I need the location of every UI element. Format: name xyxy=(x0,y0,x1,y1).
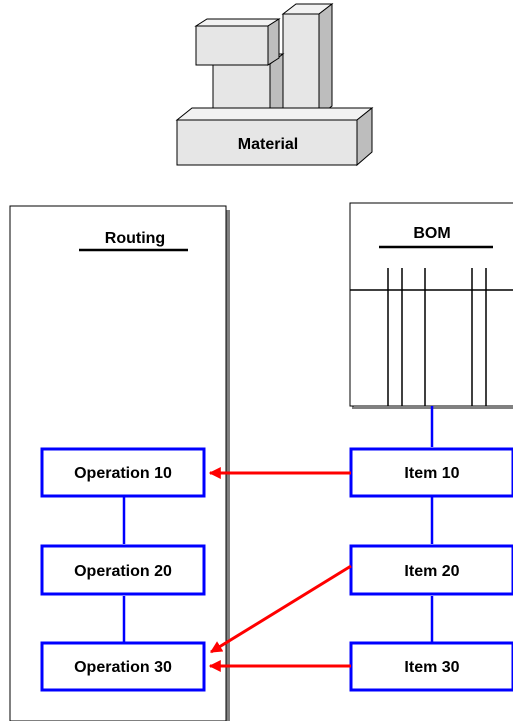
assignment-arrows xyxy=(208,467,352,672)
material-block-icon: Material xyxy=(175,2,374,167)
operation-box-10: Operation 10 xyxy=(40,447,206,498)
operation-label: Operation 20 xyxy=(74,563,172,580)
bom-item-label: Item 10 xyxy=(404,465,459,482)
bom-item-box-10: Item 10 xyxy=(349,447,513,498)
material-label: Material xyxy=(238,136,298,153)
bom-item-box-20: Item 20 xyxy=(349,544,513,596)
operation-label: Operation 30 xyxy=(74,659,172,676)
bom-item-label: Item 20 xyxy=(404,563,459,580)
bom-document: BOM xyxy=(349,202,513,409)
arrow-item20-to-operation30 xyxy=(209,564,352,654)
operation-box-30: Operation 30 xyxy=(40,641,206,692)
operation-box-20: Operation 20 xyxy=(40,544,206,596)
bom-item-box-30: Item 30 xyxy=(349,641,513,692)
routing-title: Routing xyxy=(105,230,165,247)
bom-item-label: Item 30 xyxy=(404,659,459,676)
bom-title: BOM xyxy=(413,225,450,242)
operation-label: Operation 10 xyxy=(74,465,172,482)
